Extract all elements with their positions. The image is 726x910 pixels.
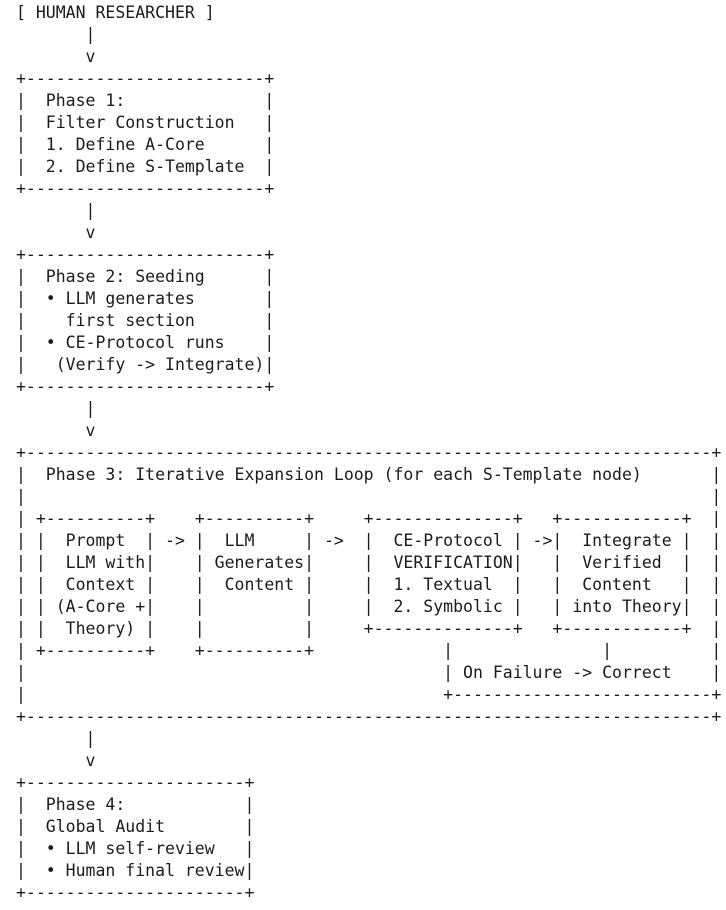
ascii-flowchart: [ HUMAN RESEARCHER ] | v +--------------… (16, 3, 722, 902)
flowchart-document: [ HUMAN RESEARCHER ] | v +--------------… (16, 3, 722, 902)
